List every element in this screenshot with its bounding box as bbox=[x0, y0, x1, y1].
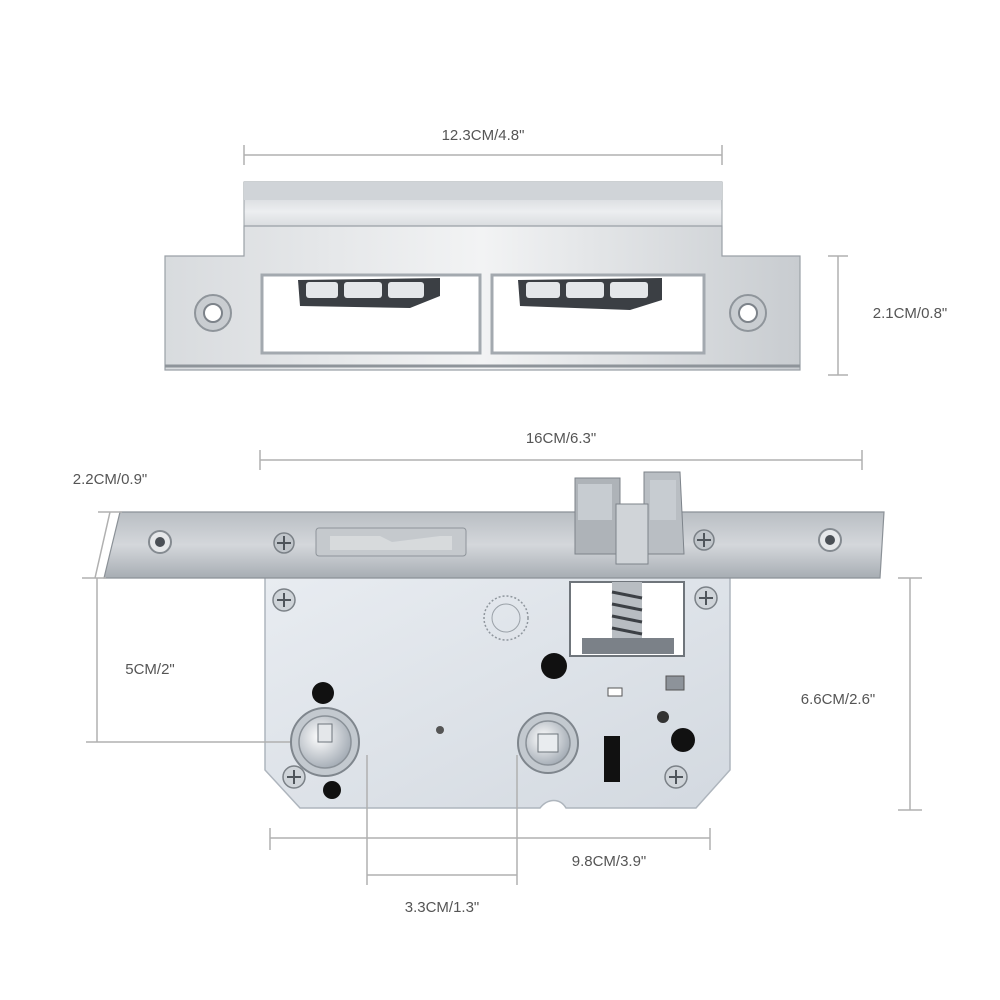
faceplate-width-label: 2.2CM/0.9" bbox=[73, 471, 148, 488]
strike-tab-right bbox=[518, 278, 662, 310]
screw-icon bbox=[282, 765, 306, 789]
dimension-lines bbox=[82, 145, 922, 885]
body-hole bbox=[312, 682, 334, 704]
body-height-label: 6.6CM/2.6" bbox=[801, 691, 876, 708]
body-slot bbox=[665, 675, 685, 691]
screw-icon bbox=[693, 529, 715, 551]
screw-hole-icon bbox=[148, 530, 172, 554]
mortise-lock bbox=[103, 471, 885, 809]
manufacturer-stamp bbox=[483, 595, 529, 641]
body-hole bbox=[541, 653, 567, 679]
center-distance-label: 3.3CM/1.3" bbox=[405, 899, 480, 916]
body-hole bbox=[671, 728, 695, 752]
strike-width-label: 12.3CM/4.8" bbox=[442, 127, 525, 144]
body-slot bbox=[604, 736, 620, 782]
strike-tab-left bbox=[298, 278, 440, 308]
body-hole bbox=[323, 781, 341, 799]
screw-hole-icon bbox=[818, 528, 842, 552]
screw-icon bbox=[273, 532, 295, 554]
screw-hole-icon bbox=[729, 294, 767, 332]
body-slot bbox=[607, 687, 623, 697]
screw-hole-icon bbox=[194, 294, 232, 332]
strike-plate bbox=[164, 181, 801, 371]
screw-icon bbox=[694, 586, 718, 610]
body-length-label: 9.8CM/3.9" bbox=[572, 853, 647, 870]
dimension-labels: 12.3CM/4.8" 2.1CM/0.8" 16CM/6.3" 2.2CM/0… bbox=[73, 127, 948, 916]
body-hole bbox=[436, 726, 444, 734]
cylinder-hub bbox=[517, 712, 579, 774]
faceplate-length-label: 16CM/6.3" bbox=[526, 430, 596, 447]
screw-icon bbox=[272, 588, 296, 612]
faceplate bbox=[103, 511, 885, 579]
latch-bolt bbox=[574, 471, 685, 565]
latch-spring bbox=[582, 582, 674, 654]
handle-spindle-hub bbox=[290, 707, 360, 777]
body-hole bbox=[657, 711, 669, 723]
backset-label: 5CM/2" bbox=[125, 661, 175, 678]
strike-height-label: 2.1CM/0.8" bbox=[873, 305, 948, 322]
screw-icon bbox=[664, 765, 688, 789]
